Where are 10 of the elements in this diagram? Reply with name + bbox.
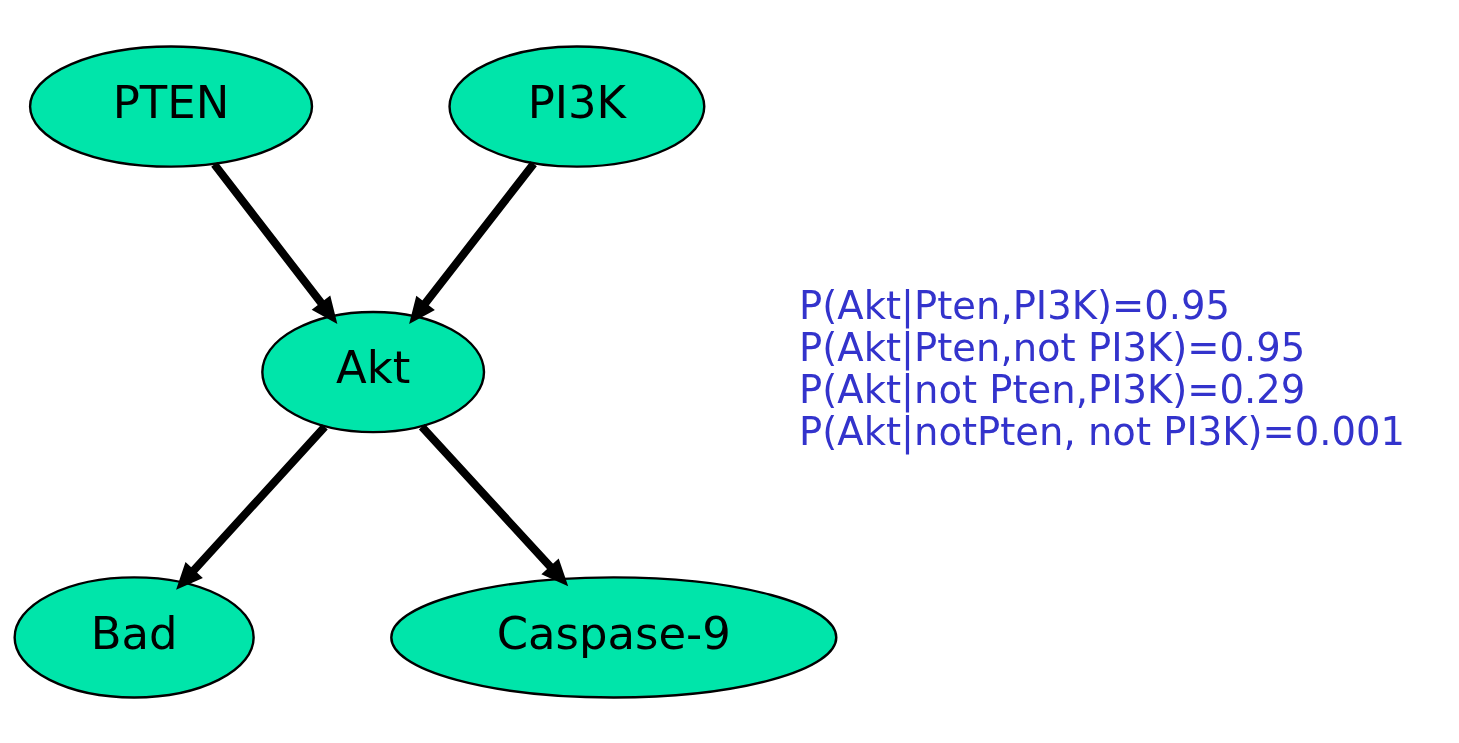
arrow <box>409 160 537 324</box>
node-ellipse: PI3K <box>448 44 706 168</box>
label: P(Akt|Pten,PI3K)=0.95 <box>799 282 1230 328</box>
arrow <box>418 423 569 586</box>
node-ellipse: Akt <box>261 310 486 433</box>
arrow <box>176 423 328 590</box>
node-ellipse: PTEN <box>28 44 314 168</box>
node-ellipse: Bad <box>13 575 255 699</box>
arrow <box>211 161 338 324</box>
node-ellipse: Caspase-9 <box>390 575 838 699</box>
